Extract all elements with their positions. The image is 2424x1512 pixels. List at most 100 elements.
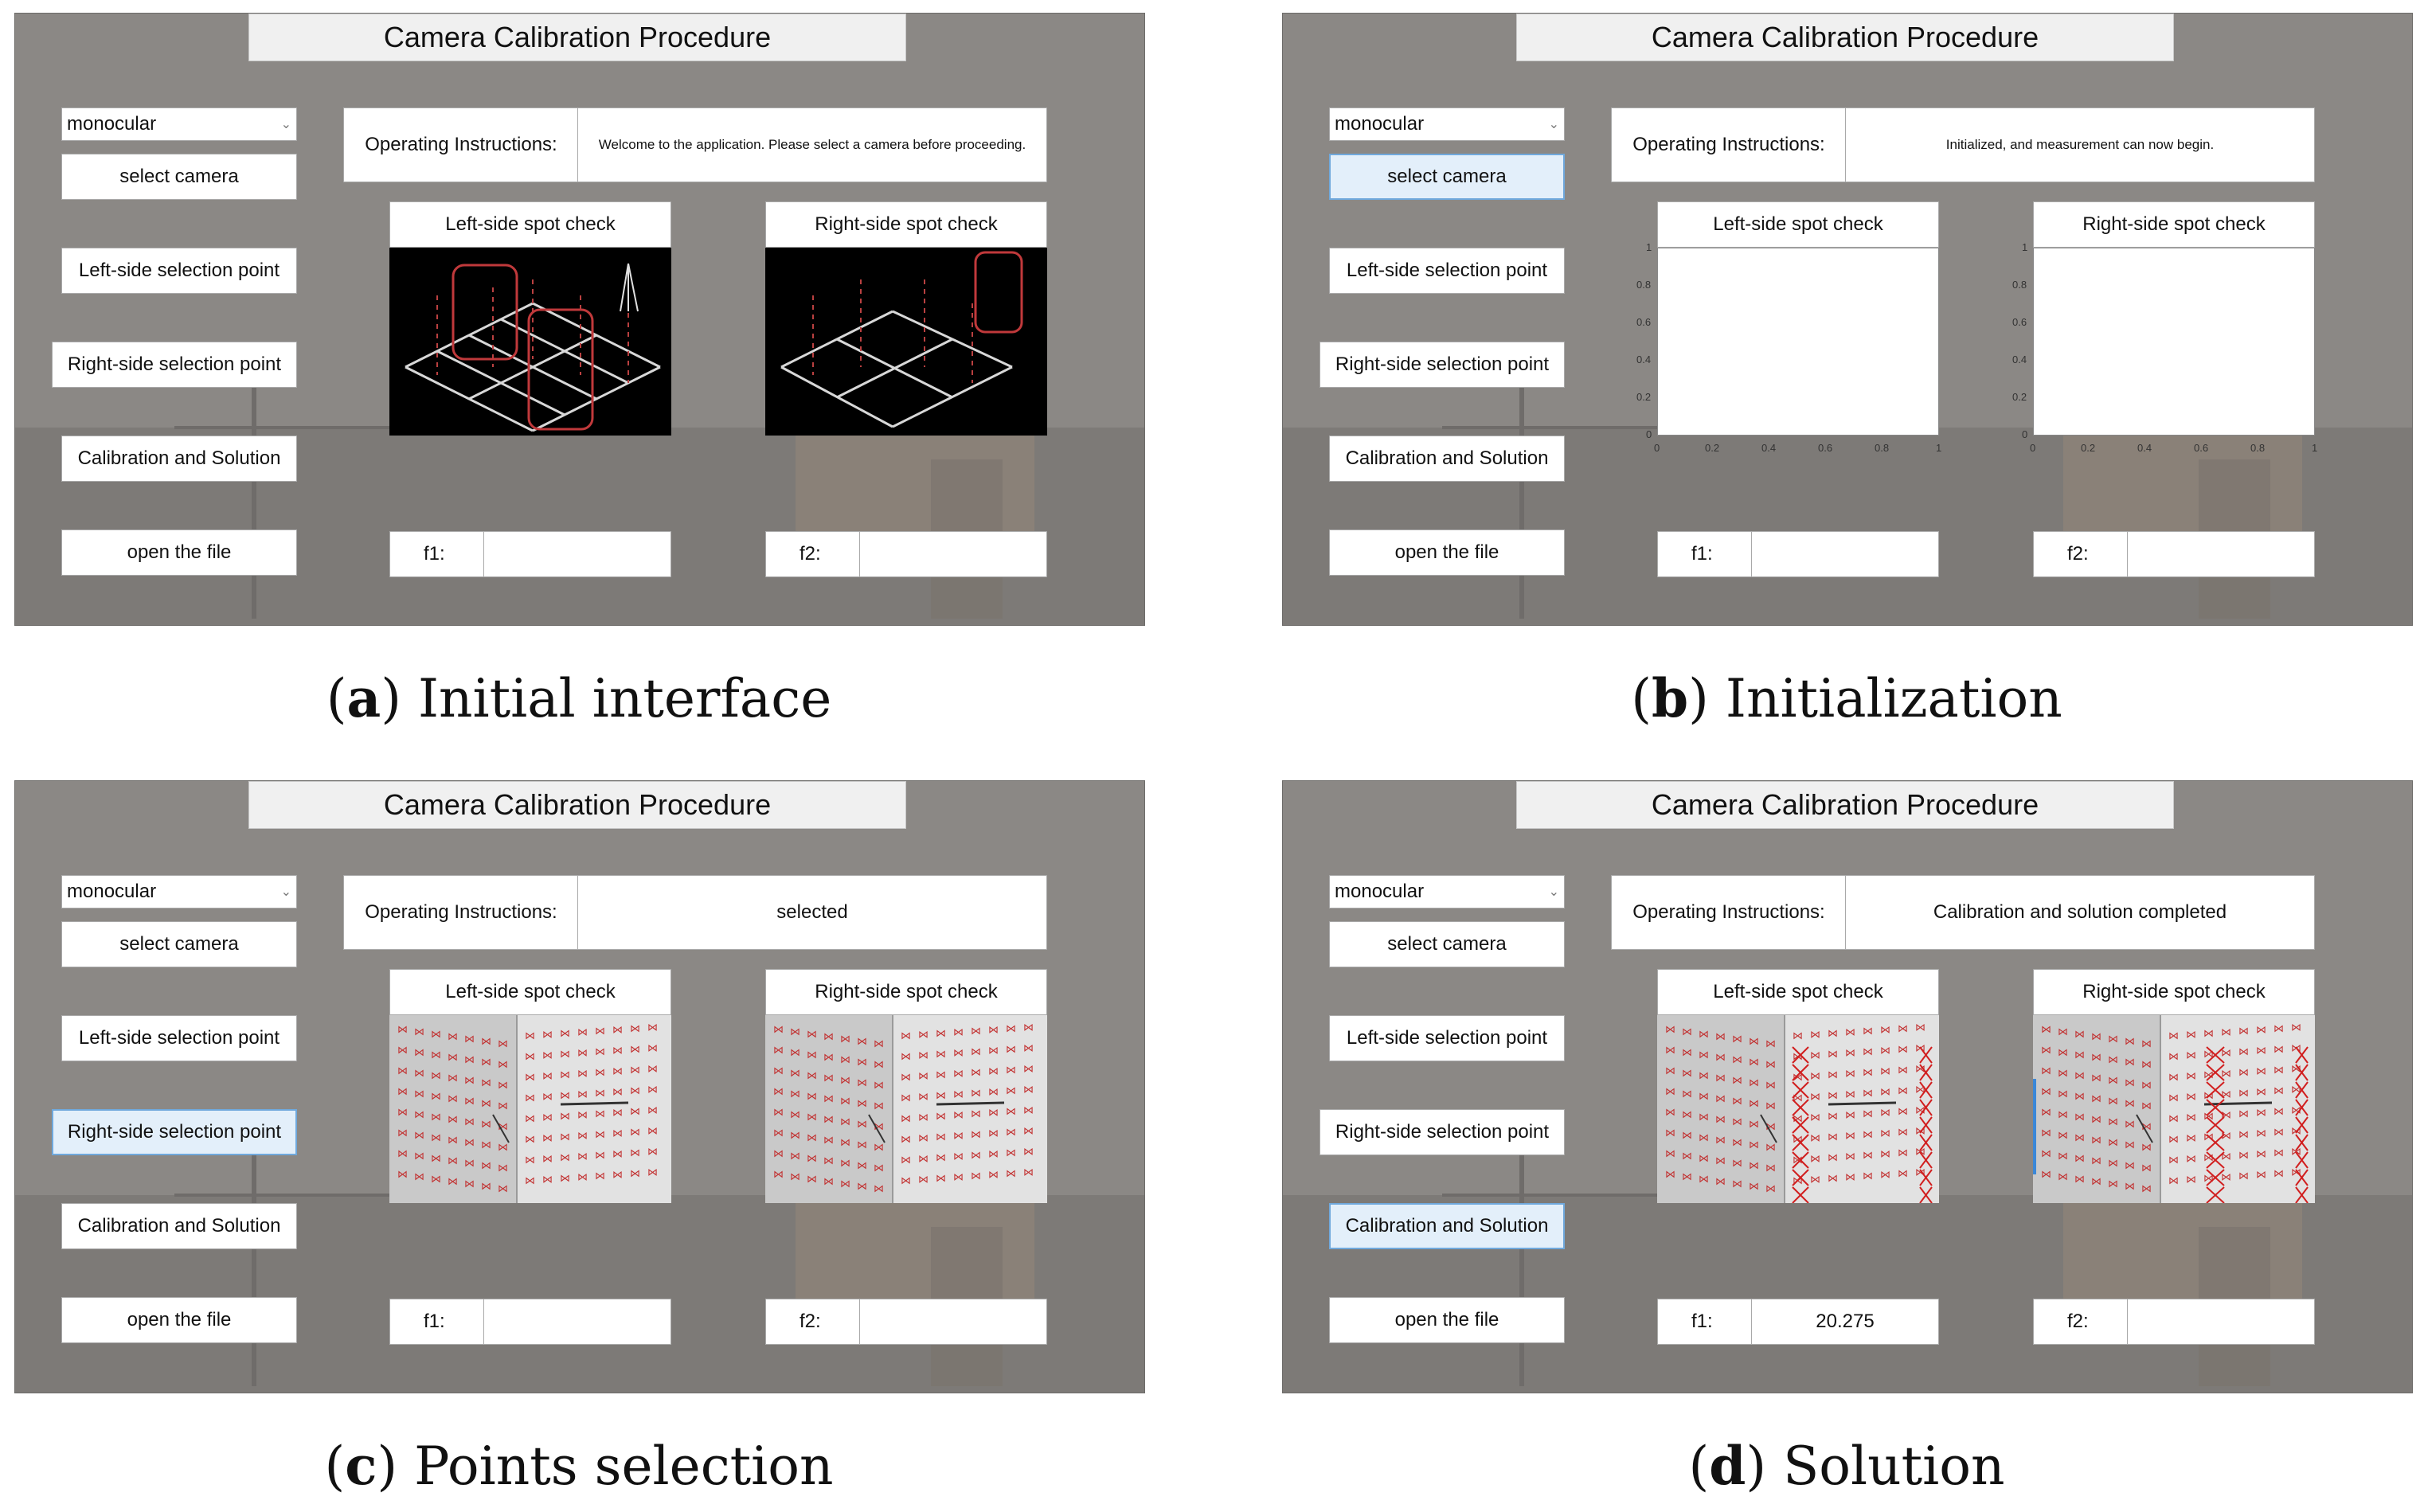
- camera-mode-dropdown[interactable]: monocular ⌄: [61, 875, 297, 908]
- svg-text:⋈: ⋈: [498, 1038, 508, 1050]
- right-xtick-0.4: 0.4: [2137, 442, 2152, 454]
- calibration-solution-button[interactable]: Calibration and Solution: [61, 436, 297, 482]
- left-xtick-0.6: 0.6: [1818, 442, 1833, 454]
- svg-text:⋈: ⋈: [1793, 1155, 1803, 1166]
- svg-text:⋈: ⋈: [807, 1029, 817, 1041]
- select-camera-button[interactable]: select camera: [61, 921, 297, 967]
- svg-text:⋈: ⋈: [2291, 1167, 2301, 1179]
- svg-text:⋈: ⋈: [953, 1110, 964, 1122]
- instructions-text: Welcome to the application. Please selec…: [577, 107, 1047, 182]
- svg-text:⋈: ⋈: [1699, 1112, 1709, 1123]
- left-selection-point-button[interactable]: Left-side selection point: [1329, 248, 1565, 294]
- right-selection-point-button[interactable]: Right-side selection point: [1320, 342, 1565, 388]
- calibration-solution-button[interactable]: Calibration and Solution: [61, 1203, 297, 1249]
- svg-text:⋈: ⋈: [936, 1111, 946, 1123]
- svg-text:⋈: ⋈: [1810, 1112, 1820, 1124]
- svg-text:⋈: ⋈: [1715, 1052, 1726, 1064]
- svg-text:⋈: ⋈: [1863, 1170, 1873, 1182]
- svg-text:⋈: ⋈: [577, 1172, 588, 1184]
- right-axes-title: Right-side spot check: [2033, 201, 2315, 248]
- svg-text:⋈: ⋈: [1715, 1176, 1726, 1188]
- svg-text:⋈: ⋈: [1898, 1065, 1908, 1076]
- svg-text:⋈: ⋈: [1793, 1072, 1803, 1084]
- left-selection-point-button[interactable]: Left-side selection point: [61, 1015, 297, 1061]
- svg-text:⋈: ⋈: [1665, 1045, 1675, 1057]
- svg-text:⋈: ⋈: [595, 1108, 605, 1120]
- right-ytick-0: 0: [2022, 428, 2028, 440]
- svg-text:⋈: ⋈: [901, 1030, 911, 1042]
- right-scene-image: [765, 248, 1047, 436]
- svg-text:⋈: ⋈: [1915, 1022, 1926, 1034]
- left-selection-point-button[interactable]: Left-side selection point: [1329, 1015, 1565, 1061]
- svg-text:⋈: ⋈: [1699, 1153, 1709, 1165]
- f2-label: f2:: [765, 531, 861, 577]
- dropdown-value: monocular: [67, 113, 157, 135]
- svg-text:⋈: ⋈: [918, 1029, 929, 1041]
- svg-text:⋈: ⋈: [1845, 1110, 1855, 1122]
- select-camera-button[interactable]: select camera: [1329, 154, 1565, 200]
- svg-text:⋈: ⋈: [936, 1049, 946, 1061]
- svg-text:⋈: ⋈: [936, 1152, 946, 1164]
- open-file-button[interactable]: open the file: [1329, 529, 1565, 576]
- svg-text:⋈: ⋈: [1732, 1075, 1742, 1087]
- select-camera-button[interactable]: select camera: [61, 154, 297, 200]
- svg-text:⋈: ⋈: [1810, 1154, 1820, 1166]
- svg-text:⋈: ⋈: [2291, 1022, 2301, 1034]
- svg-text:⋈: ⋈: [647, 1064, 658, 1076]
- right-selection-point-button[interactable]: Right-side selection point: [52, 1109, 297, 1155]
- svg-text:⋈: ⋈: [1845, 1131, 1855, 1143]
- svg-text:⋈: ⋈: [498, 1100, 508, 1112]
- svg-text:⋈: ⋈: [2108, 1158, 2118, 1170]
- svg-text:⋈: ⋈: [857, 1057, 867, 1069]
- panel-solution: Camera Calibration Procedure monocular ⌄…: [1282, 780, 2413, 1393]
- open-file-button[interactable]: open the file: [61, 529, 297, 576]
- svg-text:⋈: ⋈: [2074, 1174, 2085, 1186]
- svg-text:⋈: ⋈: [2058, 1026, 2068, 1038]
- svg-text:⋈: ⋈: [2203, 1069, 2214, 1081]
- svg-text:⋈: ⋈: [1880, 1108, 1890, 1119]
- f2-label: f2:: [765, 1299, 861, 1345]
- svg-text:⋈: ⋈: [857, 1119, 867, 1131]
- svg-text:⋈: ⋈: [431, 1132, 441, 1144]
- right-selection-point-button[interactable]: Right-side selection point: [52, 342, 297, 388]
- svg-text:⋈: ⋈: [2041, 1127, 2051, 1139]
- svg-text:⋈: ⋈: [612, 1170, 623, 1182]
- svg-text:⋈: ⋈: [647, 1043, 658, 1055]
- svg-text:⋈: ⋈: [577, 1131, 588, 1143]
- left-axes-title: Left-side spot check: [389, 201, 671, 248]
- svg-text:⋈: ⋈: [612, 1025, 623, 1037]
- calibration-solution-button[interactable]: Calibration and Solution: [1329, 436, 1565, 482]
- svg-text:⋈: ⋈: [2108, 1075, 2118, 1087]
- svg-text:⋈: ⋈: [953, 1131, 964, 1143]
- svg-text:⋈: ⋈: [1732, 1158, 1742, 1170]
- svg-text:⋈: ⋈: [560, 1069, 570, 1081]
- camera-mode-dropdown[interactable]: monocular ⌄: [1329, 107, 1565, 141]
- right-selection-point-button[interactable]: Right-side selection point: [1320, 1109, 1565, 1155]
- open-file-button[interactable]: open the file: [1329, 1297, 1565, 1343]
- svg-text:⋈: ⋈: [988, 1025, 999, 1037]
- camera-mode-dropdown[interactable]: monocular ⌄: [61, 107, 297, 141]
- left-board-image: ⋈⋈⋈⋈⋈⋈⋈⋈⋈⋈⋈⋈⋈⋈⋈⋈⋈⋈⋈⋈⋈⋈⋈⋈⋈⋈⋈⋈⋈⋈⋈⋈⋈⋈⋈⋈⋈⋈⋈⋈…: [389, 1015, 671, 1203]
- svg-text:⋈: ⋈: [1880, 1066, 1890, 1078]
- svg-text:⋈: ⋈: [630, 1023, 640, 1035]
- svg-text:⋈: ⋈: [647, 1147, 658, 1158]
- svg-text:⋈: ⋈: [807, 1049, 817, 1061]
- svg-text:⋈: ⋈: [971, 1150, 981, 1162]
- svg-text:⋈: ⋈: [901, 1051, 911, 1063]
- left-selection-point-button[interactable]: Left-side selection point: [61, 248, 297, 294]
- svg-text:⋈: ⋈: [431, 1049, 441, 1061]
- right-board-image-marked: ⋈⋈⋈⋈⋈⋈⋈⋈⋈⋈⋈⋈⋈⋈⋈⋈⋈⋈⋈⋈⋈⋈⋈⋈⋈⋈⋈⋈⋈⋈⋈⋈⋈⋈⋈⋈⋈⋈⋈⋈…: [2033, 1015, 2315, 1203]
- select-camera-button[interactable]: select camera: [1329, 921, 1565, 967]
- svg-text:⋈: ⋈: [2168, 1072, 2179, 1084]
- svg-text:⋈: ⋈: [2041, 1107, 2051, 1119]
- svg-text:⋈: ⋈: [953, 1048, 964, 1060]
- calibration-solution-button[interactable]: Calibration and Solution: [1329, 1203, 1565, 1249]
- camera-mode-dropdown[interactable]: monocular ⌄: [1329, 875, 1565, 908]
- svg-text:⋈: ⋈: [560, 1028, 570, 1040]
- open-file-button[interactable]: open the file: [61, 1297, 297, 1343]
- svg-text:⋈: ⋈: [1715, 1135, 1726, 1147]
- svg-text:⋈: ⋈: [2291, 1084, 2301, 1096]
- svg-text:⋈: ⋈: [2058, 1047, 2068, 1059]
- svg-text:⋈: ⋈: [2141, 1162, 2152, 1174]
- svg-text:⋈: ⋈: [971, 1026, 981, 1037]
